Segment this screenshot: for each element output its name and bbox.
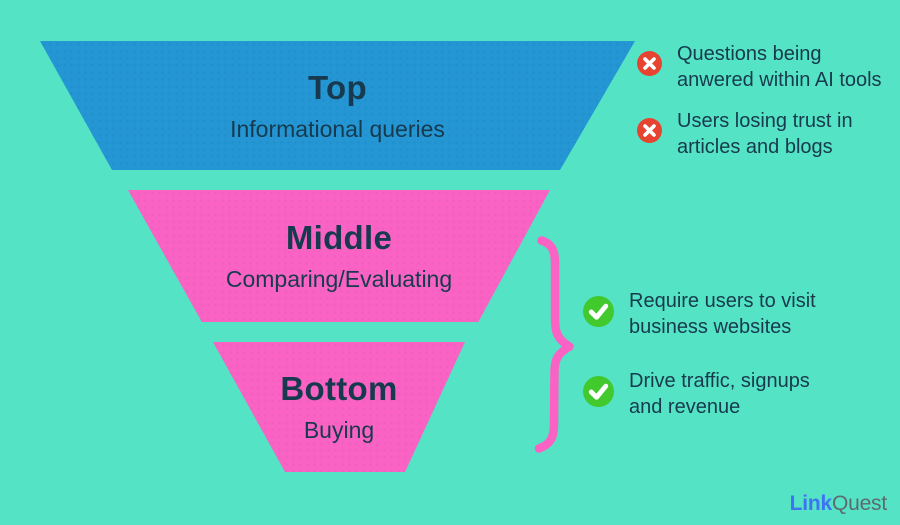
annotation-positive-2-text: Drive traffic, signups and revenue [629, 368, 810, 420]
funnel-stage-top: Top Informational queries [40, 41, 635, 170]
annotation-negative-1: Questions being anwered within AI tools [637, 41, 882, 93]
red-x-icon [637, 51, 662, 76]
annotation-positive-1: Require users to visit business websites [583, 288, 816, 340]
curly-brace-path [534, 236, 574, 453]
annotation-negative-1-text: Questions being anwered within AI tools [677, 41, 882, 93]
stage-top-subtitle: Informational queries [230, 115, 445, 142]
funnel-stage-bottom: Bottom Buying [213, 342, 465, 472]
annotation-line: and revenue [629, 396, 741, 418]
red-x-icon [637, 118, 662, 143]
annotation-line: Users losing trust in [677, 110, 853, 132]
annotation-positive-1-text: Require users to visit business websites [629, 288, 816, 340]
green-check-icon [583, 376, 614, 407]
annotation-line: articles and blogs [677, 136, 833, 158]
stage-bottom-subtitle: Buying [303, 417, 375, 443]
annotation-negative-2: Users losing trust in articles and blogs [637, 108, 853, 160]
brand-logo-quest-part: Quest [831, 492, 887, 515]
stage-middle-title: Middle [285, 219, 393, 256]
funnel-stage-middle: Middle Comparing/Evaluating [128, 190, 550, 322]
annotation-line: Questions being [677, 43, 822, 65]
annotation-line: Drive traffic, signups [629, 370, 810, 392]
annotation-negative-2-text: Users losing trust in articles and blogs [677, 108, 853, 160]
green-check-icon [583, 296, 614, 327]
brand-logo-link-part: Link [789, 492, 833, 515]
stage-bottom-title: Bottom [280, 370, 398, 407]
stage-top-title: Top [308, 68, 367, 106]
annotation-line: business websites [629, 316, 792, 338]
annotation-line: anwered within AI tools [677, 69, 882, 91]
brand-logo: LinkQuest [789, 492, 888, 516]
stage-middle-subtitle: Comparing/Evaluating [225, 266, 453, 292]
annotation-line: Require users to visit [629, 290, 816, 312]
annotation-positive-2: Drive traffic, signups and revenue [583, 368, 810, 420]
